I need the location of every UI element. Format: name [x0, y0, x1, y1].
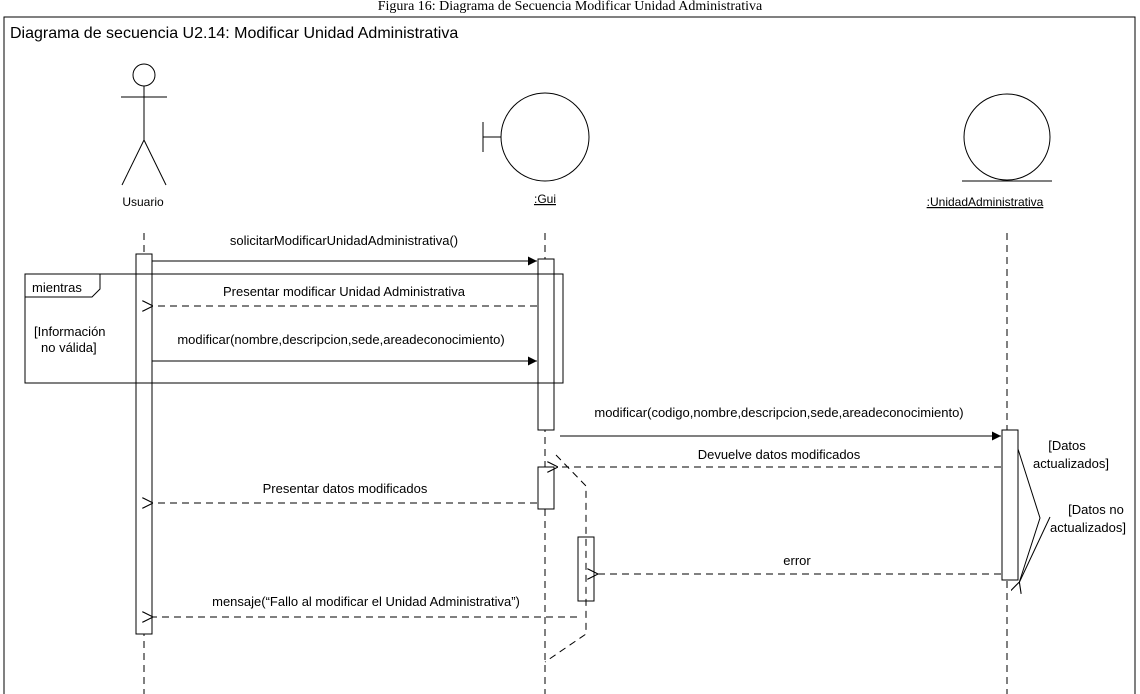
loop-operator-tab: [25, 274, 101, 298]
loop-guard-line1: [Información: [34, 324, 106, 339]
message-label-5: Devuelve datos modificados: [698, 447, 861, 462]
lifeline-user-label: Usuario: [122, 195, 164, 209]
frame-title: Diagrama de secuencia U2.14: Modificar U…: [10, 25, 458, 42]
entity-unidad-icon: [962, 93, 1052, 182]
loop-guard-line2: no válida]: [41, 340, 97, 355]
message-label-4: modificar(codigo,nombre,descripcion,sede…: [594, 405, 963, 420]
loop-operator-label: mientras: [32, 280, 82, 295]
condition-updated-line2: actualizados]: [1033, 456, 1109, 471]
self-branch-pointer: [1018, 516, 1051, 584]
message-label-3: modificar(nombre,descripcion,sede,areade…: [177, 332, 504, 347]
condition-updated-line1: [Datos: [1048, 438, 1086, 453]
condition-not-updated-line2: actualizados]: [1050, 520, 1126, 535]
boundary-gui-icon: [482, 92, 590, 182]
self-branch-arrow: [1018, 448, 1041, 583]
lifeline-entity-label: :UnidadAdministrativa: [927, 195, 1044, 209]
figure-caption: Figura 16: Diagrama de Secuencia Modific…: [378, 0, 763, 14]
activation-entity: [1001, 429, 1019, 581]
message-label-8: mensaje(“Fallo al modificar el Unidad Ad…: [212, 594, 520, 609]
actor-usuario-icon: [121, 63, 167, 186]
message-label-1: solicitarModificarUnidadAdministrativa(): [230, 233, 458, 248]
activation-gui-1: [537, 258, 555, 431]
lifeline-gui-label: :Gui: [534, 192, 556, 206]
diagram-frame: [3, 16, 1136, 694]
message-label-2: Presentar modificar Unidad Administrativ…: [223, 284, 466, 299]
activation-user: [135, 253, 153, 635]
message-label-7: error: [783, 553, 811, 568]
activation-gui-2: [537, 466, 555, 510]
message-label-6: Presentar datos modificados: [263, 481, 428, 496]
loop-fragment: [24, 273, 564, 384]
condition-not-updated-line1: [Datos no: [1068, 502, 1124, 517]
